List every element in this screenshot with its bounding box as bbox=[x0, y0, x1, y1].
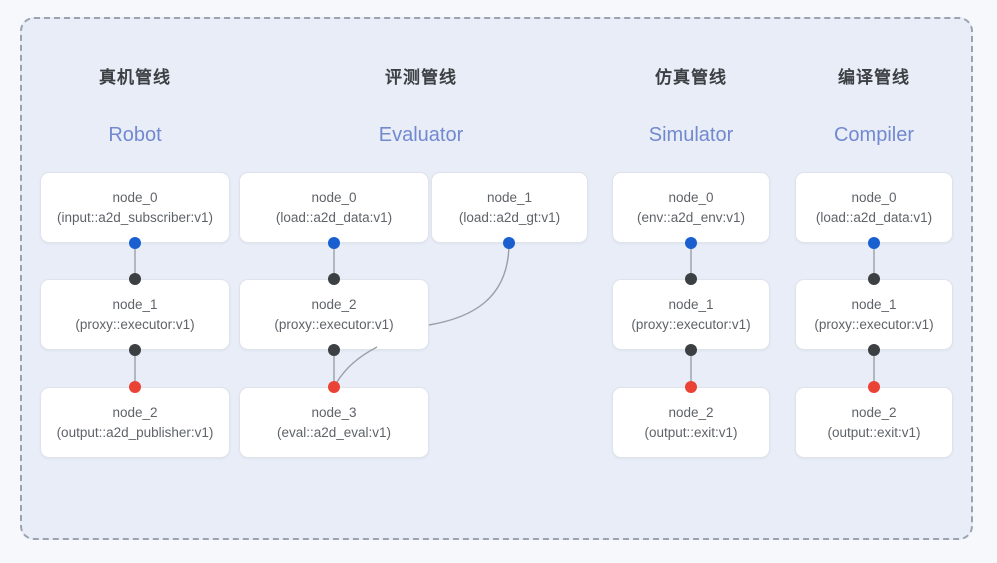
node-type: (eval::a2d_eval:v1) bbox=[276, 424, 392, 440]
node-id: node_0 bbox=[311, 189, 357, 205]
node-type: (output::exit:v1) bbox=[644, 424, 738, 440]
node-type: (proxy::executor:v1) bbox=[814, 316, 934, 332]
column-title-evaluator: 评测管线 bbox=[385, 68, 457, 87]
node-compiler-1[interactable]: node_1 (proxy::executor:v1) bbox=[795, 279, 953, 350]
column-subtitle-simulator: Simulator bbox=[648, 124, 734, 146]
node-type: (load::a2d_data:v1) bbox=[815, 209, 933, 225]
column-subtitle-evaluator: Evaluator bbox=[378, 124, 464, 146]
node-type: (proxy::executor:v1) bbox=[631, 316, 751, 332]
node-type: (proxy::executor:v1) bbox=[274, 316, 394, 332]
node-robot-2[interactable]: node_2 (output::a2d_publisher:v1) bbox=[40, 387, 230, 458]
column-title-robot: 真机管线 bbox=[99, 68, 171, 87]
node-id: node_1 bbox=[668, 296, 714, 312]
node-id: node_1 bbox=[486, 189, 533, 205]
node-robot-1[interactable]: node_1 (proxy::executor:v1) bbox=[40, 279, 230, 350]
node-type: (load::a2d_data:v1) bbox=[275, 209, 393, 225]
node-type: (env::a2d_env:v1) bbox=[636, 209, 746, 225]
node-id: node_2 bbox=[668, 404, 714, 420]
node-simulator-0[interactable]: node_0 (env::a2d_env:v1) bbox=[612, 172, 770, 243]
node-evaluator-2[interactable]: node_2 (proxy::executor:v1) bbox=[239, 279, 429, 350]
column-subtitle-compiler: Compiler bbox=[833, 124, 915, 146]
node-id: node_2 bbox=[112, 404, 158, 420]
node-evaluator-3[interactable]: node_3 (eval::a2d_eval:v1) bbox=[239, 387, 429, 458]
node-id: node_0 bbox=[851, 189, 897, 205]
node-id: node_2 bbox=[851, 404, 897, 420]
node-type: (output::a2d_publisher:v1) bbox=[56, 424, 214, 440]
column-subtitle-robot: Robot bbox=[108, 124, 162, 146]
node-id: node_1 bbox=[112, 296, 158, 312]
node-id: node_0 bbox=[112, 189, 158, 205]
node-compiler-2[interactable]: node_2 (output::exit:v1) bbox=[795, 387, 953, 458]
node-id: node_3 bbox=[311, 404, 357, 420]
node-robot-0[interactable]: node_0 (input::a2d_subscriber:v1) bbox=[40, 172, 230, 243]
node-id: node_2 bbox=[311, 296, 357, 312]
node-evaluator-0[interactable]: node_0 (load::a2d_data:v1) bbox=[239, 172, 429, 243]
column-title-compiler: 编译管线 bbox=[838, 68, 910, 87]
node-id: node_0 bbox=[668, 189, 714, 205]
node-type: (proxy::executor:v1) bbox=[75, 316, 195, 332]
node-evaluator-1[interactable]: node_1 (load::a2d_gt:v1) bbox=[431, 172, 588, 243]
column-title-simulator: 仿真管线 bbox=[655, 68, 727, 87]
node-type: (output::exit:v1) bbox=[827, 424, 921, 440]
node-type: (input::a2d_subscriber:v1) bbox=[56, 209, 214, 225]
node-compiler-0[interactable]: node_0 (load::a2d_data:v1) bbox=[795, 172, 953, 243]
node-id: node_1 bbox=[851, 296, 897, 312]
node-simulator-1[interactable]: node_1 (proxy::executor:v1) bbox=[612, 279, 770, 350]
node-simulator-2[interactable]: node_2 (output::exit:v1) bbox=[612, 387, 770, 458]
node-type: (load::a2d_gt:v1) bbox=[458, 209, 561, 225]
